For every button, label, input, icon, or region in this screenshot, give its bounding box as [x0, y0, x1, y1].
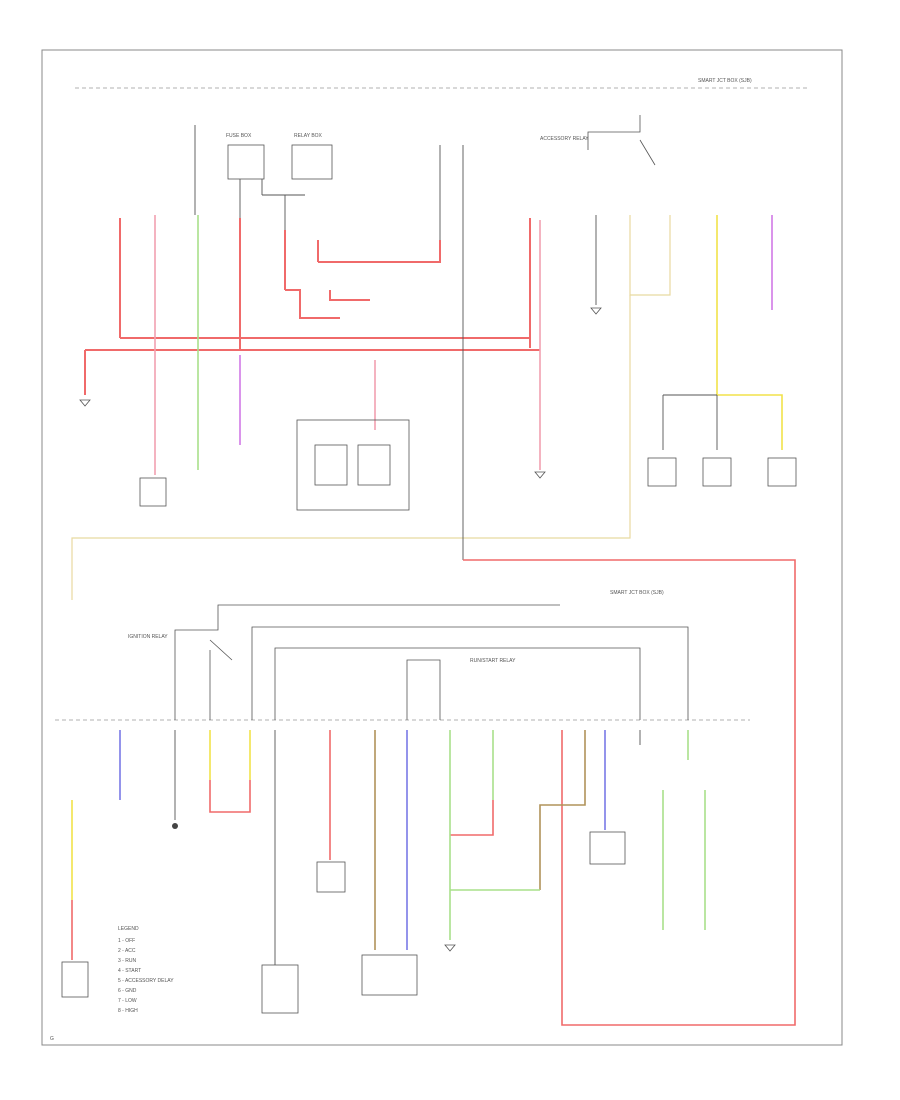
- blue-wires: [119, 730, 606, 950]
- bottom-box-2: [261, 964, 299, 1014]
- purple-wires: [239, 215, 773, 445]
- black-feed-wires: [194, 125, 718, 560]
- diagram-frame: [41, 49, 843, 1046]
- bottom-box-3: [316, 861, 346, 893]
- legend-item-2: 2 - ACC: [118, 948, 136, 954]
- component-box-2: [647, 457, 677, 487]
- legend-item-6: 6 - GND: [118, 988, 137, 994]
- legend-item-8: 8 - HIGH: [118, 1008, 138, 1014]
- accessory-relay-label: ACCESSORY RELAY: [540, 136, 589, 142]
- bottom-box-4: [361, 954, 418, 996]
- diagram-id-label: G: [50, 1036, 54, 1042]
- component-box-1: [139, 477, 167, 507]
- fuse-box-label: FUSE BOX: [226, 133, 252, 139]
- ground-symbol-3: [590, 307, 602, 315]
- brown-wires: [374, 730, 586, 950]
- bottom-box-1: [61, 961, 89, 998]
- relay-box: [291, 144, 333, 180]
- accessory-relay-contact: [639, 139, 656, 166]
- legend-item-1: 1 - OFF: [118, 938, 135, 944]
- relay-box-label: RELAY BOX: [294, 133, 323, 139]
- ground-symbol-1: [79, 399, 91, 407]
- black-wires-bottom: [174, 730, 641, 965]
- ground-point: [172, 823, 178, 829]
- tan-wire: [71, 215, 671, 600]
- component-box-4: [767, 457, 797, 487]
- module-box-b: [357, 444, 391, 486]
- bottom-box-5: [589, 831, 626, 865]
- pink-wires: [154, 215, 541, 475]
- module-box-a: [314, 444, 348, 486]
- legend-item-4: 4 - START: [118, 968, 141, 974]
- ground-symbol-2: [534, 471, 546, 479]
- run-start-relay-contact: [406, 659, 441, 720]
- header-top-label: SMART JCT BOX (SJB): [698, 78, 752, 84]
- red-wires-bottom: [71, 559, 796, 1026]
- red-bus: [84, 218, 540, 395]
- module-housing: [296, 419, 410, 511]
- ignition-relay-label: IGNITION RELAY: [128, 634, 168, 640]
- legend-item-7: 7 - LOW: [118, 998, 137, 1004]
- legend-item-3: 3 - RUN: [118, 958, 136, 964]
- yellow-wires-top: [716, 215, 783, 450]
- green-wires-bottom: [449, 730, 706, 940]
- fuse-box: [227, 144, 265, 180]
- legend-item-5: 5 - ACCESSORY DELAY: [118, 978, 174, 984]
- ignition-relay-switch: [174, 604, 689, 720]
- header-bottom-label: SMART JCT BOX (SJB): [610, 590, 664, 596]
- yellow-wires-bottom: [71, 730, 251, 900]
- accessory-relay-switch: [587, 115, 641, 150]
- ground-symbol-4: [444, 944, 456, 952]
- legend-title: LEGEND: [118, 926, 139, 932]
- component-box-3: [702, 457, 732, 487]
- run-start-relay-label: RUN/START RELAY: [470, 658, 516, 664]
